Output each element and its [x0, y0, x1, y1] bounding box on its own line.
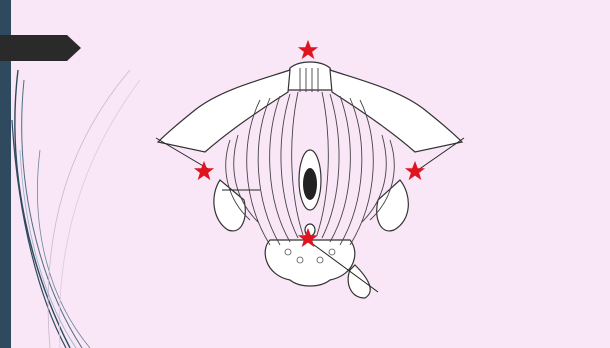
- star-icon: [193, 160, 215, 182]
- star-icon: [297, 39, 319, 61]
- star-icon: [404, 160, 426, 182]
- title-arrow-shape: [0, 35, 81, 61]
- star-icon: [297, 227, 319, 249]
